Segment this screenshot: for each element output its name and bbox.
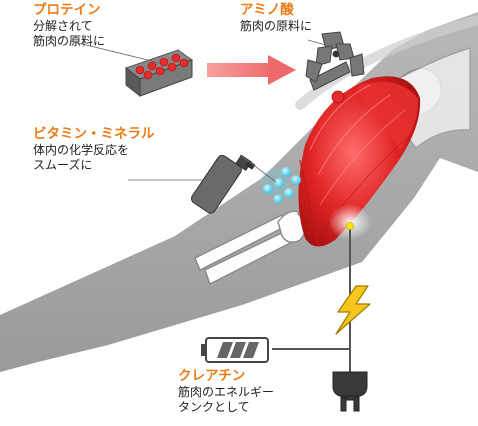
- vitamin-droplets: [261, 167, 301, 204]
- protein-label: プロテイン 分解されて 筋肉の原料に: [33, 2, 105, 49]
- creatine-desc-line2: タンクとして: [178, 399, 250, 414]
- amino-title: アミノ酸: [240, 2, 294, 18]
- amino-desc-line1: 筋肉の原料に: [240, 18, 313, 33]
- amino-claw-icon: [305, 31, 365, 91]
- power-plug-icon: [332, 371, 368, 412]
- lightning-bolt-icon: [335, 285, 371, 335]
- amino-molecule: [331, 90, 345, 104]
- protein-title: プロテイン: [33, 2, 101, 18]
- muscle-highlight: [328, 204, 372, 240]
- vitamin-title: ビタミン・ミネラル: [33, 126, 155, 142]
- creatine-desc-line1: 筋肉のエネルギー: [178, 384, 275, 399]
- battery-icon: [201, 337, 269, 363]
- conversion-arrow: [207, 55, 296, 85]
- creatine-label: クレアチン 筋肉のエネルギー タンクとして: [178, 368, 274, 415]
- vitamin-label: ビタミン・ミネラル 体内の化学反応を スムーズに: [33, 126, 155, 173]
- protein-block-icon: [124, 49, 194, 98]
- amino-label: アミノ酸 筋肉の原料に: [240, 2, 312, 34]
- vitamin-desc-line2: スムーズに: [33, 157, 93, 172]
- spray-can-icon: [191, 154, 256, 214]
- vitamin-desc-line1: 体内の化学反応を: [33, 142, 130, 157]
- protein-desc-line1: 分解されて: [33, 18, 93, 33]
- leader-lines: [69, 39, 334, 183]
- creatine-title: クレアチン: [178, 368, 246, 384]
- biceps-muscle: [298, 76, 421, 247]
- junction-dot: [346, 222, 354, 230]
- protein-desc-line2: 筋肉の原料に: [33, 33, 106, 48]
